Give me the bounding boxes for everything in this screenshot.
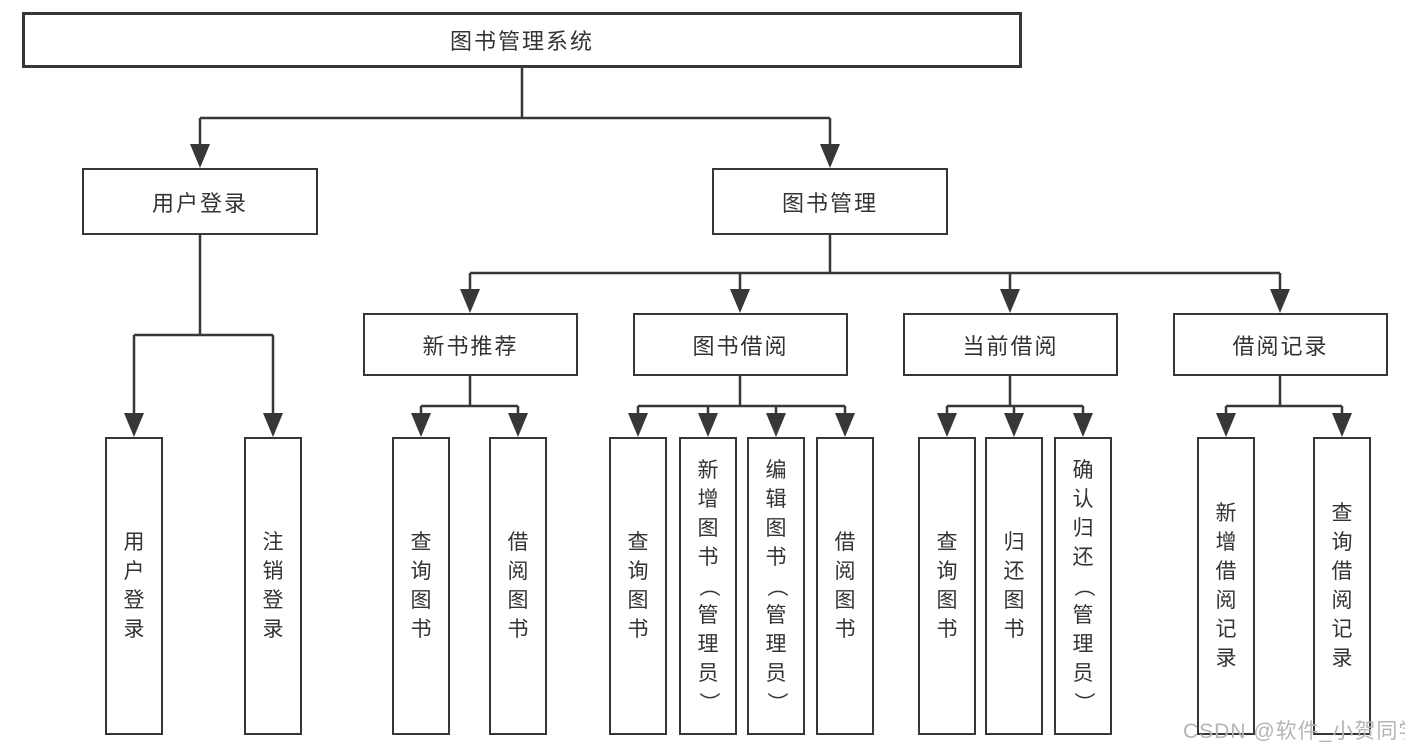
node-label: 用户登录 <box>151 190 248 216</box>
node-label: 当前借阅 <box>962 333 1059 359</box>
leaf-borrow-books: 借阅图书 <box>816 437 874 735</box>
node-label: 新书推荐 <box>422 333 519 359</box>
leaf-confirm-return-admin: 确认归还（管理员） <box>1054 437 1112 735</box>
node-label: 查询图书 <box>410 531 432 641</box>
node-book-borrowing: 图书借阅 <box>633 313 848 376</box>
csdn-watermark: CSDN @软件_小贺同学 <box>1183 720 1405 743</box>
node-label: 图书管理系统 <box>449 29 594 54</box>
leaf-add-borrow-record: 新增借阅记录 <box>1197 437 1255 735</box>
leaf-query-books-recommend: 查询图书 <box>392 437 450 735</box>
leaf-query-books-borrow: 查询图书 <box>609 437 667 735</box>
node-book-management: 图书管理 <box>712 168 948 235</box>
node-label: 查询借阅记录 <box>1331 502 1353 670</box>
node-label: 图书管理 <box>781 190 878 216</box>
node-label: 归还图书 <box>1003 531 1025 641</box>
node-label: 图书借阅 <box>692 333 789 359</box>
node-label: 借阅图书 <box>507 531 529 641</box>
node-current-borrowing: 当前借阅 <box>903 313 1118 376</box>
node-borrowing-records: 借阅记录 <box>1173 313 1388 376</box>
node-label: 新增图书（管理员） <box>696 458 720 713</box>
node-label: 新增借阅记录 <box>1215 502 1237 670</box>
leaf-query-books-current: 查询图书 <box>918 437 976 735</box>
node-label: 注销登录 <box>262 531 284 641</box>
leaf-return-books: 归还图书 <box>985 437 1043 735</box>
leaf-query-borrow-record: 查询借阅记录 <box>1313 437 1371 735</box>
node-label: 确认归还（管理员） <box>1071 458 1095 713</box>
leaf-add-books-admin: 新增图书（管理员） <box>679 437 737 735</box>
node-library-management-system: 图书管理系统 <box>22 12 1022 68</box>
node-new-book-recommendation: 新书推荐 <box>363 313 578 376</box>
node-label: 用户登录 <box>123 531 145 641</box>
leaf-edit-books-admin: 编辑图书（管理员） <box>747 437 805 735</box>
node-user-login: 用户登录 <box>82 168 318 235</box>
leaf-borrow-books-recommend: 借阅图书 <box>489 437 547 735</box>
node-label: 借阅记录 <box>1232 333 1329 359</box>
leaf-logout: 注销登录 <box>244 437 302 735</box>
node-label: 编辑图书（管理员） <box>764 458 788 713</box>
node-label: 借阅图书 <box>834 531 856 641</box>
leaf-user-login: 用户登录 <box>105 437 163 735</box>
node-label: 查询图书 <box>627 531 649 641</box>
node-label: 查询图书 <box>936 531 958 641</box>
